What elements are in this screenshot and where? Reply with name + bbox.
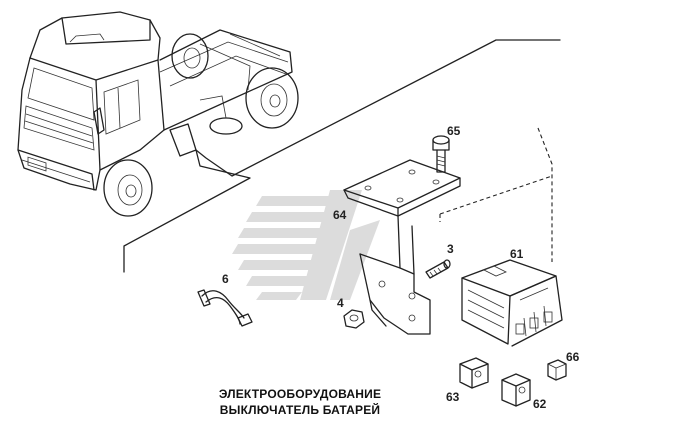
dashed-link-upper [537, 127, 553, 262]
callout-64: 64 [333, 208, 347, 222]
battery-switch-part-61 [461, 259, 563, 347]
screw-part-3 [425, 259, 451, 279]
leader-line-upper [195, 39, 561, 177]
callout-65: 65 [447, 124, 461, 138]
caption-line-1: ЭЛЕКТРООБОРУДОВАНИЕ [219, 387, 381, 401]
cap-part-66 [547, 359, 567, 381]
caption-line-2: ВЫКЛЮЧАТЕЛЬ БАТАРЕЙ [220, 402, 381, 417]
callout-63: 63 [446, 390, 460, 404]
callout-3: 3 [447, 242, 454, 256]
nut-part-4 [343, 309, 365, 329]
watermark-logo-icon [232, 190, 380, 300]
terminal-cover-part-62 [501, 373, 531, 407]
callout-66: 66 [566, 350, 580, 364]
callout-62: 62 [533, 397, 547, 411]
cable-part-6 [197, 289, 253, 327]
dashed-link-lower [439, 175, 553, 222]
truck-illustration [17, 11, 299, 217]
bracket-part-64 [343, 159, 461, 335]
leader-line-lower [123, 149, 251, 273]
terminal-cover-part-63 [459, 357, 489, 389]
callout-4: 4 [337, 296, 344, 310]
callout-61: 61 [510, 247, 524, 261]
bolt-part-65 [432, 135, 450, 173]
callout-6: 6 [222, 272, 229, 286]
